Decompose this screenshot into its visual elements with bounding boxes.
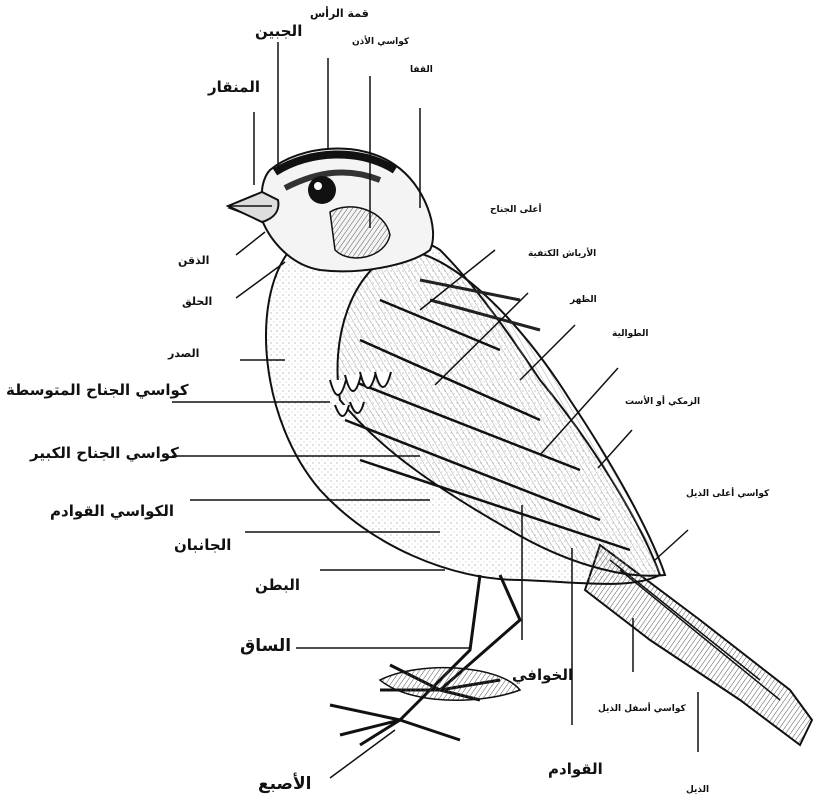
label-primaries: القوادم — [548, 762, 603, 777]
label-upper-wing: أعلى الجناح — [490, 206, 542, 215]
label-bill: المنقار — [208, 80, 260, 95]
label-throat: الحلق — [182, 296, 212, 307]
label-median-coverts: كواسي الجناح المتوسطة — [6, 383, 189, 398]
label-scapulars: الأرياش الكتفية — [528, 250, 596, 259]
label-back: الظهر — [570, 296, 597, 305]
label-tail: الذيل — [686, 786, 709, 795]
label-tarsus: الساق — [240, 638, 291, 655]
label-primary-coverts: الكواسي القوادم — [50, 504, 174, 519]
legs — [330, 575, 520, 745]
label-greater-coverts: كواسي الجناح الكبير — [30, 446, 179, 461]
label-toe: الأصبع — [258, 776, 311, 793]
label-flanks: الجانبان — [174, 538, 231, 553]
label-nape: القفا — [410, 66, 433, 75]
label-ear-coverts: كواسي الأذن — [352, 38, 409, 47]
label-tertials: الطوالية — [612, 330, 648, 339]
label-chin: الذقن — [178, 255, 209, 266]
label-undertail-coverts: كواسي أسفل الذيل — [598, 705, 686, 714]
label-crown: قمة الرأس — [310, 8, 369, 19]
label-forehead: الجبين — [255, 24, 302, 39]
label-belly: البطن — [255, 578, 300, 593]
label-uppertail-coverts: كواسي أعلى الذيل — [686, 490, 769, 499]
beak-shape — [228, 192, 278, 222]
label-rump: الزمكي أو الأست — [625, 398, 700, 407]
label-breast: الصدر — [168, 348, 199, 359]
label-secondaries: الخوافي — [512, 668, 573, 683]
eye-icon — [308, 176, 336, 204]
